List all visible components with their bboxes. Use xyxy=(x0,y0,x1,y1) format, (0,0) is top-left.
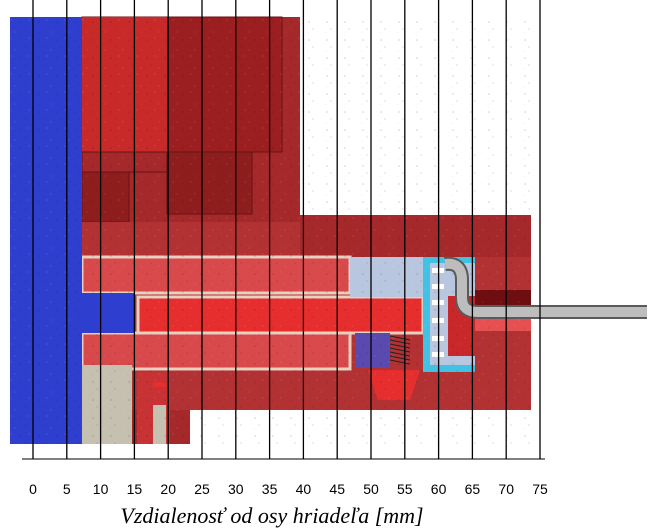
tick-label-50: 50 xyxy=(363,481,379,497)
speckle-overlay xyxy=(82,17,531,444)
tick-label-40: 40 xyxy=(296,481,312,497)
tick-label-10: 10 xyxy=(93,481,109,497)
tick-label-15: 15 xyxy=(127,481,143,497)
tick-label-0: 0 xyxy=(29,481,37,497)
tick-label-65: 65 xyxy=(465,481,481,497)
shaft-speckle xyxy=(10,17,82,444)
tick-label-35: 35 xyxy=(262,481,278,497)
tick-label-55: 55 xyxy=(397,481,413,497)
tick-label-30: 30 xyxy=(228,481,244,497)
tick-label-5: 5 xyxy=(63,481,71,497)
tick-label-75: 75 xyxy=(532,481,548,497)
tick-labels: 0 5 10 15 20 25 30 35 40 45 50 55 60 65 70 75 xyxy=(29,481,548,497)
axis-title: Vzdialenosť od osy hriadeľa [mm] xyxy=(120,503,423,528)
tick-label-25: 25 xyxy=(194,481,210,497)
tick-label-70: 70 xyxy=(498,481,514,497)
grid-lines xyxy=(32,0,541,459)
tick-label-45: 45 xyxy=(329,481,345,497)
tick-label-20: 20 xyxy=(160,481,176,497)
housing-group xyxy=(80,16,531,444)
shaft-extension xyxy=(82,293,135,333)
tick-label-60: 60 xyxy=(431,481,447,497)
